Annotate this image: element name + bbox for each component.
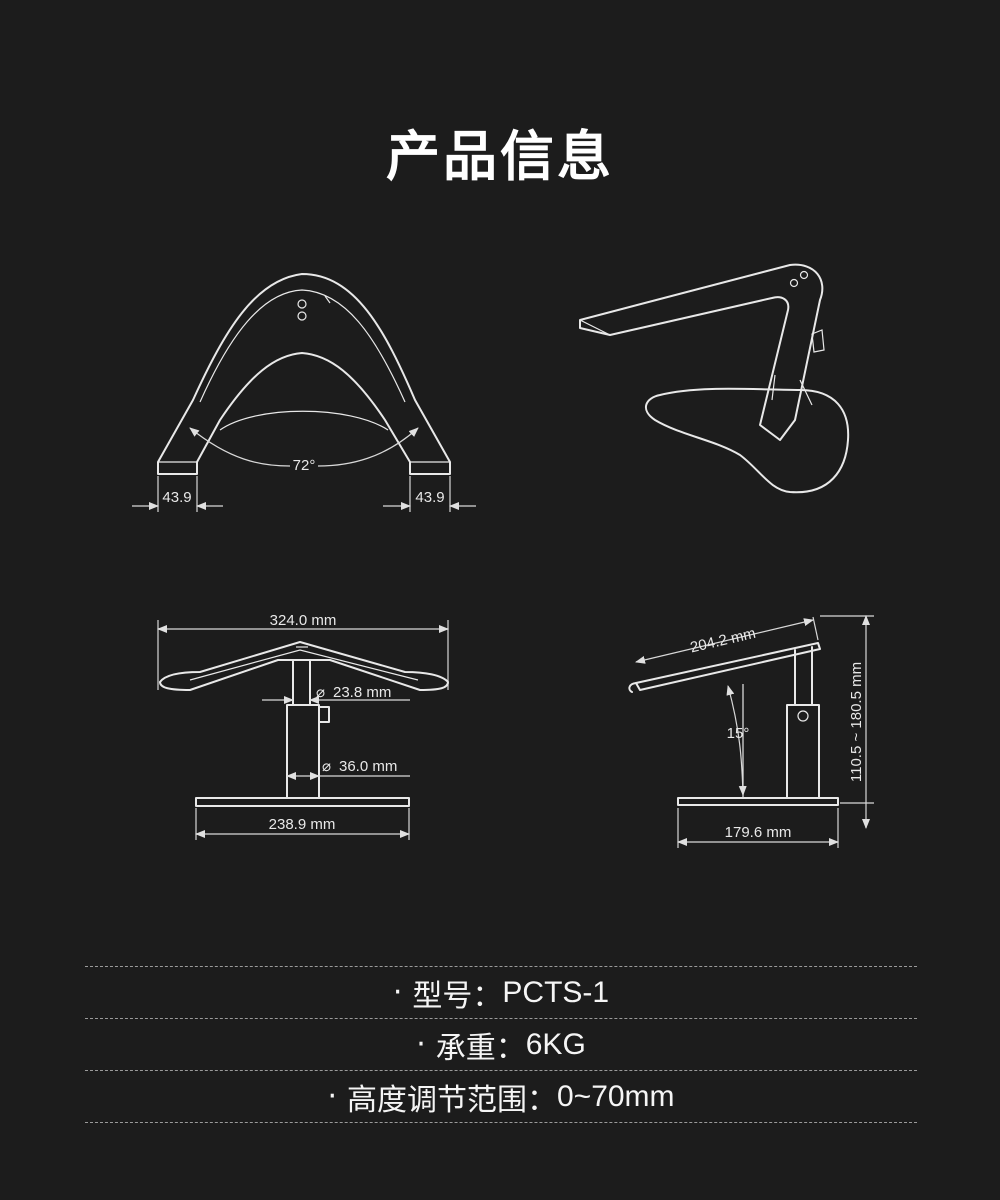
spec-row-load: · 承重： 6KG [85, 1018, 917, 1070]
spec-label: 承重： [435, 1030, 526, 1066]
right-foot-width-label: 43.9 [415, 489, 444, 506]
overall-width-label: 324.0 mm [270, 612, 337, 629]
technical-drawing: 72° 43.9 43.9 324.0 mm [132, 263, 874, 848]
spec-label: 型号： [412, 978, 503, 1014]
height-range-label: 110.5 ~ 180.5 mm [848, 662, 865, 782]
spec-label: 高度调节范围： [346, 1082, 557, 1118]
tube-diameter-symbol: ⌀ [322, 758, 331, 775]
front-view-drawing: 72° 43.9 43.9 [132, 273, 476, 512]
left-foot-width-label: 43.9 [162, 489, 191, 506]
bullet: · [416, 1027, 426, 1062]
spec-value: PCTS-1 [502, 975, 610, 1009]
tilt-angle-label: 15° [727, 725, 750, 742]
pole-diameter-symbol: ⌀ [316, 684, 325, 701]
spec-list: · 型号： PCTS-1 · 承重： 6KG · 高度调节范围： 0~70mm [85, 966, 917, 1123]
pole-diameter-label: 23.8 mm [333, 684, 391, 701]
bullet: · [327, 1079, 337, 1114]
spec-value: 6KG [525, 1027, 586, 1061]
page-title: 产品信息 [386, 125, 614, 188]
spec-row-model: · 型号： PCTS-1 [85, 966, 917, 1018]
tray-length-label: 204.2 mm [689, 625, 758, 657]
base-width-label: 238.9 mm [269, 816, 336, 833]
spec-row-height-range: · 高度调节范围： 0~70mm [85, 1070, 917, 1123]
tube-diameter-label: 36.0 mm [339, 758, 397, 775]
front-angle-label: 72° [293, 457, 316, 474]
base-depth-label: 179.6 mm [725, 824, 792, 841]
front-elevation-drawing: 324.0 mm ⌀ 23.8 mm ⌀ 36.0 mm 238.9 mm [157, 612, 449, 840]
perspective-view-drawing [579, 263, 850, 494]
bullet: · [392, 975, 403, 1010]
side-elevation-drawing: 204.2 mm 15° 110.5 ~ 180.5 mm 179.6 mm [628, 615, 874, 848]
spec-value: 0~70mm [556, 1079, 675, 1113]
